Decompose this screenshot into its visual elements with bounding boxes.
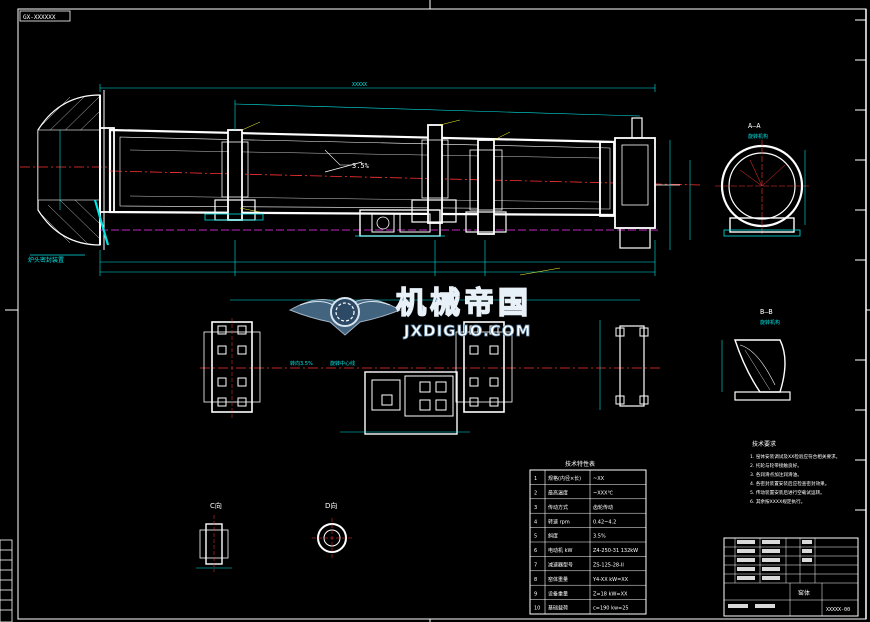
tech-notes-title: 技术要求 bbox=[752, 440, 776, 448]
spec-row-value: c=190 kw=25 bbox=[593, 606, 629, 612]
spec-row-no: 9 bbox=[534, 591, 537, 597]
spec-row-value: 0.42~4.2 bbox=[593, 519, 616, 525]
spec-row-no: 2 bbox=[534, 490, 537, 496]
spec-row-name: 设备重量 bbox=[548, 590, 568, 597]
spec-row-value: ~XX bbox=[593, 476, 605, 482]
slope-label: 3.5% bbox=[352, 162, 370, 170]
plan-center-label: 旋转中心线 bbox=[330, 360, 355, 367]
spec-row-name: 规格(内径×长) bbox=[548, 475, 581, 482]
spec-row-no: 10 bbox=[534, 606, 540, 612]
spec-table-title: 技术特性表 bbox=[565, 460, 595, 468]
tech-note-line: 1. 窑体安装调试及XX检验应符合相关要求。 bbox=[750, 453, 840, 460]
margin-ticks bbox=[855, 19, 866, 511]
watermark: 机械帝国 JXDIGUO.COM bbox=[288, 285, 532, 340]
title-block: 窑体 XXXXX-00 bbox=[723, 537, 859, 617]
drawing-name: 窑体 bbox=[798, 589, 810, 597]
elevation-dimensions bbox=[59, 84, 691, 276]
watermark-logo-icon bbox=[288, 297, 402, 336]
view-c-label: C向 bbox=[210, 501, 222, 510]
spec-row-name: 基础载荷 bbox=[548, 605, 568, 612]
spec-row-name: 斜度 bbox=[548, 533, 558, 540]
left-note: 炉头密封装置 bbox=[28, 256, 64, 264]
section-aa-sub: 旋转机构 bbox=[748, 133, 768, 140]
tech-note-line: 6. 其余按XXXX规定执行。 bbox=[750, 498, 805, 505]
code-box: GX-XXXXXX bbox=[19, 10, 71, 22]
spec-row-no: 5 bbox=[534, 534, 537, 540]
spec-row-name: 传动方式 bbox=[548, 504, 568, 511]
spec-row-name: 窑体重量 bbox=[548, 576, 568, 583]
spec-row-value: ZS-125-28-II bbox=[593, 562, 624, 568]
kiln-tail bbox=[614, 117, 680, 249]
tech-note-line: 3. 各润滑点加注润滑油。 bbox=[750, 471, 802, 478]
spec-table-rows: 1 规格(内径×长) ~XX 2 最高温度 ~XXX℃ 3 传动方式 齿轮传动 4 转速 rpm 0.… bbox=[530, 475, 646, 612]
support-3 bbox=[465, 139, 507, 235]
support-2 bbox=[411, 124, 457, 224]
spec-row-value: Z=18 kW=XX bbox=[593, 591, 628, 597]
left-strip bbox=[0, 539, 13, 622]
spec-row-name: 电动机 kW bbox=[548, 547, 572, 554]
spec-row-no: 8 bbox=[534, 577, 537, 583]
spec-row-no: 1 bbox=[534, 476, 537, 482]
plan-slope-label: 转向3.5% bbox=[290, 360, 313, 367]
spec-row-no: 7 bbox=[534, 562, 537, 568]
drawing-no: XXXXX-00 bbox=[826, 607, 850, 613]
spec-row-value: ~XXX℃ bbox=[593, 490, 613, 496]
plan-view: 转向3.5% 旋转中心线 bbox=[200, 299, 660, 435]
foundation-2 bbox=[455, 321, 513, 413]
section-aa: A—A 旋转机构 bbox=[715, 122, 810, 237]
spec-row-no: 3 bbox=[534, 505, 537, 511]
view-c: C向 bbox=[196, 501, 232, 572]
section-bb-label: B—B bbox=[760, 308, 773, 316]
drive-unit bbox=[355, 209, 445, 237]
spec-row-value: Z4-250-31 132kW bbox=[593, 548, 638, 554]
spec-row-name: 减速器型号 bbox=[548, 561, 573, 568]
tech-note-line: 2. 托轮与轮带接触良好。 bbox=[750, 462, 802, 469]
spec-row-value: Y4-XX kW=XX bbox=[592, 577, 629, 583]
foundation-3 bbox=[599, 320, 649, 410]
spec-row-name: 最高温度 bbox=[548, 489, 568, 496]
code-box-text: GX-XXXXXX bbox=[23, 14, 56, 21]
spec-row-no: 4 bbox=[534, 519, 537, 525]
spec-row-name: 转速 rpm bbox=[548, 518, 570, 525]
yellow-callouts bbox=[239, 119, 561, 276]
tech-note-line: 4. 各密封装置安装后应检查密封效果。 bbox=[750, 480, 829, 487]
foundation-1 bbox=[203, 318, 261, 418]
tech-note-line: 5. 传动装置安装后进行空载试运转。 bbox=[750, 489, 825, 496]
support-1 bbox=[204, 129, 264, 221]
watermark-subtitle: JXDIGUO.COM bbox=[403, 322, 531, 340]
kiln-elevation: 3.5% bbox=[20, 90, 701, 264]
top-dimension: XXXXX bbox=[352, 82, 367, 88]
section-bb-sub: 旋转机构 bbox=[760, 319, 780, 326]
drive-foundation bbox=[340, 371, 470, 435]
tech-notes: 技术要求 1. 窑体安装调试及XX检验应符合相关要求。 2. 托轮与轮带接触良好。… bbox=[750, 440, 840, 505]
spec-table: 技术特性表 1 规格(内径×长) ~XX 2 最高温度 ~XXX℃ 3 传动方式 齿轮传动 4 转速… bbox=[529, 460, 647, 615]
spec-row-value: 3.5% bbox=[593, 534, 606, 540]
watermark-title: 机械帝国 bbox=[396, 286, 532, 321]
drawing-frame bbox=[5, 0, 870, 622]
section-bb: B—B 旋转机构 bbox=[721, 308, 791, 401]
spec-row-value: 齿轮传动 bbox=[593, 504, 613, 511]
view-d: D向 bbox=[312, 501, 352, 558]
section-aa-label: A—A bbox=[748, 122, 761, 130]
spec-row-no: 6 bbox=[534, 548, 537, 554]
view-d-label: D向 bbox=[325, 501, 337, 510]
tech-notes-lines: 1. 窑体安装调试及XX检验应符合相关要求。 2. 托轮与轮带接触良好。 3. 各润… bbox=[750, 453, 840, 505]
